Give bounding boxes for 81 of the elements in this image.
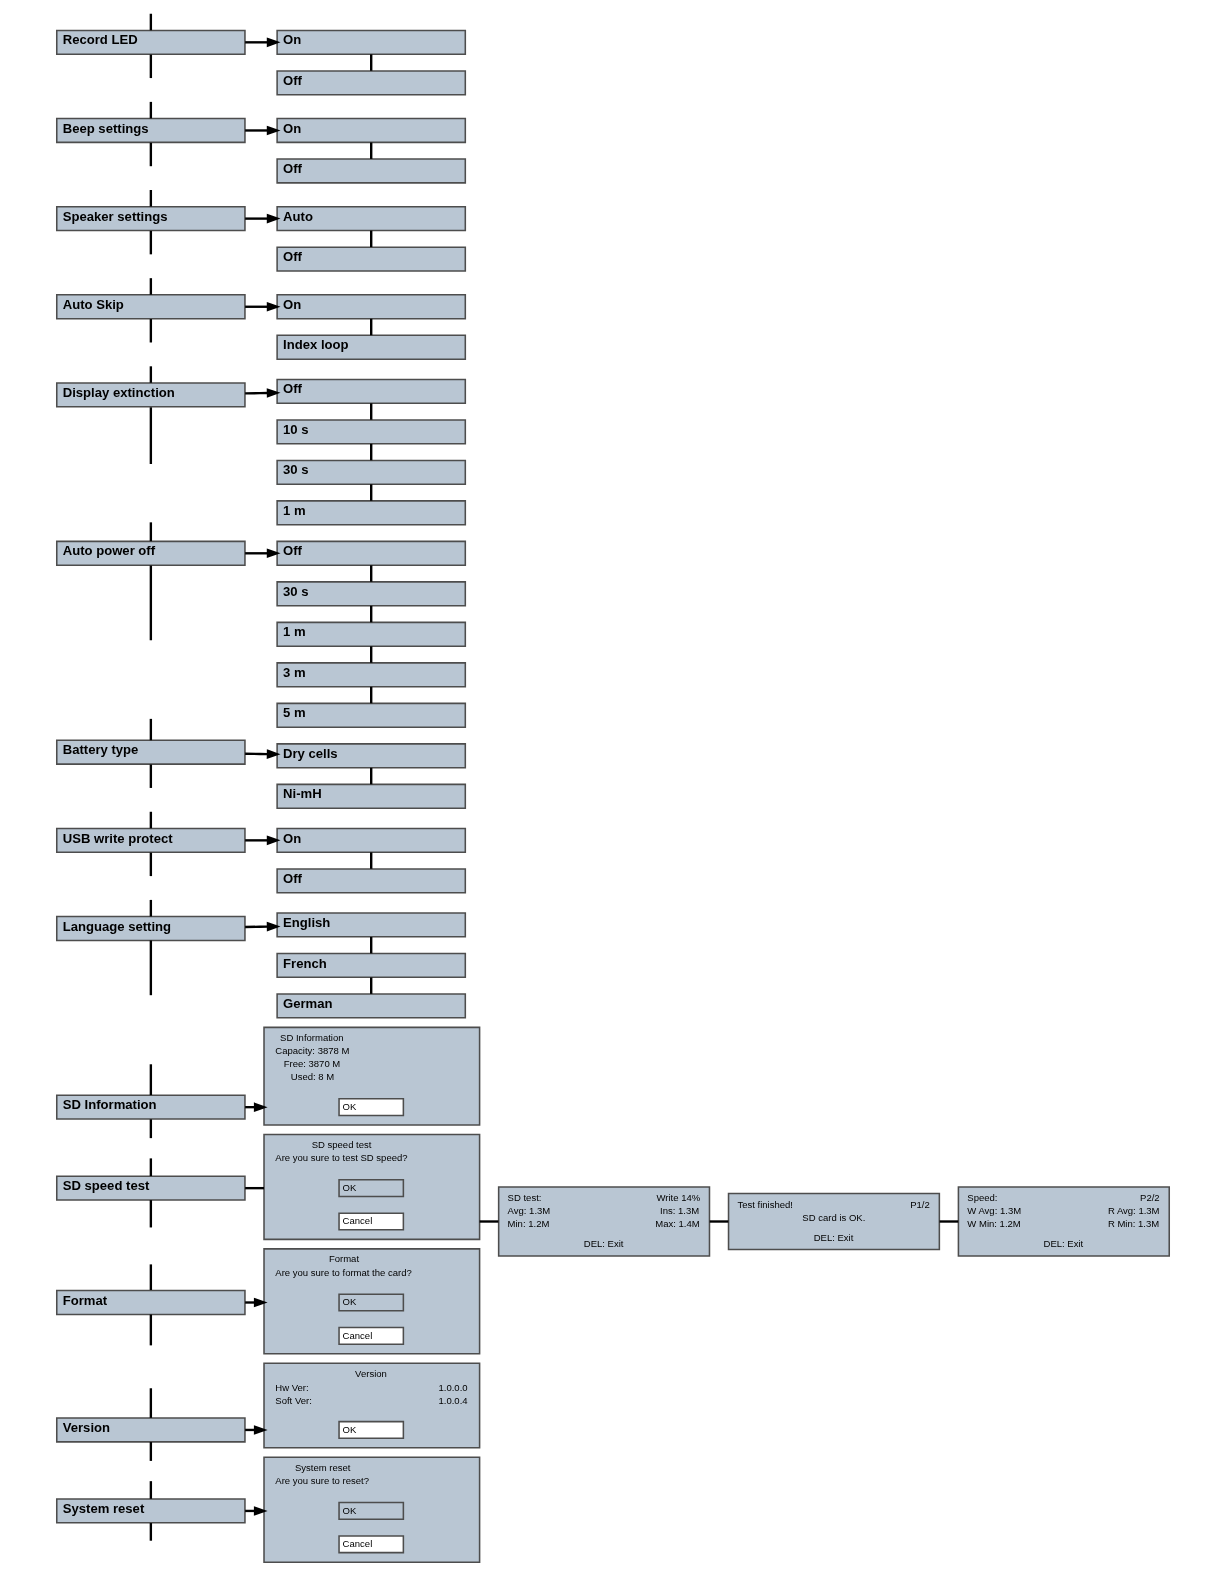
connector: [709, 1220, 728, 1223]
node-box: Off: [275, 158, 466, 184]
node-box: Cancel: [337, 1535, 404, 1554]
connector: [149, 565, 152, 641]
node-box: On: [275, 827, 466, 854]
arrow: [244, 125, 280, 136]
connector: [244, 1186, 264, 1190]
node-box: Beep settings: [55, 117, 246, 144]
connector: [149, 1119, 152, 1139]
node-box: SD Information: [55, 1094, 246, 1120]
node-box: Auto Skip: [55, 294, 246, 320]
node-box: Off: [275, 868, 466, 894]
node-box: USB write protect: [55, 827, 246, 854]
node-box: SD speed test: [55, 1175, 246, 1201]
connector: [149, 522, 152, 542]
connector: [939, 1220, 958, 1223]
node-box: Speaker settings: [55, 205, 246, 232]
node-box: Language setting: [55, 915, 246, 942]
node-box: System reset: [55, 1498, 246, 1524]
node-box: OK: [337, 1293, 404, 1312]
arrow: [244, 37, 280, 48]
node-box: 1 m: [275, 621, 466, 647]
connector: [149, 940, 152, 996]
arrow: [244, 213, 280, 224]
node-box: 30 s: [275, 581, 466, 607]
node-box: German: [275, 993, 466, 1019]
node-box: Battery type: [55, 739, 246, 765]
node-box: Ni-mH: [275, 783, 466, 809]
arrow: [244, 921, 280, 932]
node-box: On: [275, 294, 466, 320]
connector: [149, 230, 152, 255]
connector: [149, 1388, 152, 1418]
node-box: Auto power off: [55, 540, 246, 566]
arrow: [244, 1297, 268, 1308]
node-box: OK: [337, 1098, 404, 1117]
connector: [149, 1064, 152, 1096]
connector: [149, 54, 152, 79]
connector: [149, 142, 152, 167]
connector: [149, 1442, 152, 1461]
connector: [149, 1200, 152, 1228]
arrow: [244, 548, 280, 559]
node-box: Test finished! P1/2 SD card is OK. DEL: Exit: [727, 1192, 940, 1251]
node-box: 30 s: [275, 459, 466, 485]
arrow: [244, 301, 280, 312]
node-box: Off: [275, 70, 466, 96]
node-box: Index loop: [275, 334, 466, 360]
node-box: Speed: P2/2 W Avg: 1.3M R Avg: 1.3M W Min: 1.2M R Min: 1.3M DEL: Exit: [957, 1186, 1170, 1257]
node-box: Record LED: [55, 29, 246, 55]
node-box: Display extinction: [55, 382, 246, 408]
node-box: Cancel: [337, 1326, 404, 1345]
node-box: 1 m: [275, 500, 466, 526]
arrow: [244, 835, 280, 846]
connector: [149, 718, 152, 741]
node-box: SD test: Write 14% Avg: 1.3M Ins: 1.3M Min: 1.2M Max: 1.4M DEL: Exit: [497, 1186, 710, 1257]
node-box: OK: [337, 1501, 404, 1521]
node-box: English: [275, 912, 466, 938]
node-box: 3 m: [275, 662, 466, 688]
connector: [149, 1264, 152, 1290]
node-box: Format: [55, 1289, 246, 1316]
node-box: Off: [275, 246, 466, 272]
connector: [149, 319, 152, 343]
arrow: [244, 749, 280, 759]
connector: [479, 1220, 498, 1223]
node-box: OK: [337, 1420, 404, 1440]
connector: [149, 852, 152, 877]
node-box: Auto: [275, 205, 466, 232]
node-box: Cancel: [337, 1212, 404, 1231]
node-box: Dry cells: [275, 743, 466, 769]
node-box: Version: [55, 1417, 246, 1443]
node-box: On: [275, 29, 466, 55]
node-box: Off: [275, 540, 466, 566]
node-box: OK: [337, 1179, 404, 1198]
arrow: [244, 388, 280, 398]
node-box: 10 s: [275, 419, 466, 445]
node-box: On: [275, 117, 466, 144]
node-box: Off: [275, 378, 466, 404]
connector: [149, 764, 152, 788]
connector: [149, 407, 152, 464]
connector: [149, 1314, 152, 1346]
node-box: 5 m: [275, 702, 466, 728]
node-box: French: [275, 952, 466, 979]
